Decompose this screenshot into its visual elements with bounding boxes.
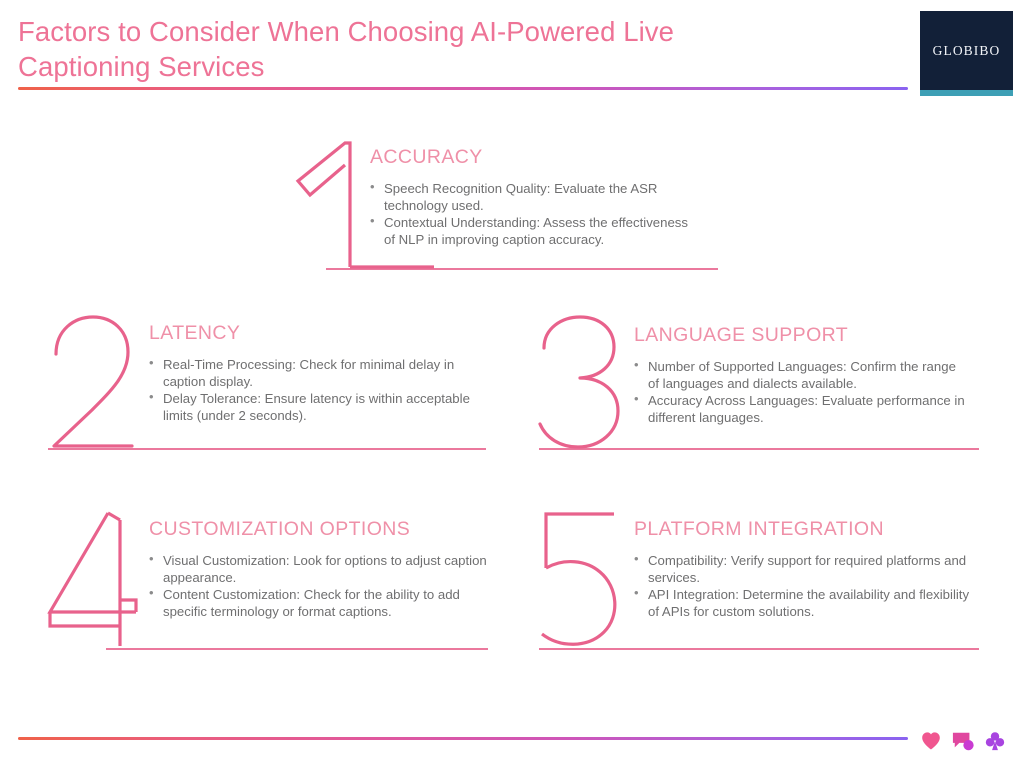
- list-item: Accuracy Across Languages: Evaluate perf…: [634, 391, 969, 426]
- section-bullet-list: Speech Recognition Quality: Evaluate the…: [370, 179, 700, 249]
- section-bullet-list: Real-Time Processing: Check for minimal …: [149, 355, 479, 425]
- list-item: Delay Tolerance: Ensure latency is withi…: [149, 389, 479, 424]
- section-bullet-list: Visual Customization: Look for options t…: [149, 551, 489, 621]
- list-item: Real-Time Processing: Check for minimal …: [149, 355, 479, 390]
- logo-accent-strip: [920, 90, 1013, 96]
- list-item: API Integration: Determine the availabil…: [634, 585, 979, 620]
- list-item: Number of Supported Languages: Confirm t…: [634, 357, 969, 392]
- section-baseline-rule: [48, 448, 486, 450]
- section-heading: ACCURACY: [370, 146, 483, 168]
- section-baseline-rule: [326, 268, 718, 270]
- section-heading: LATENCY: [149, 322, 241, 344]
- list-item: Content Customization: Check for the abi…: [149, 585, 489, 620]
- section-baseline-rule: [539, 648, 979, 650]
- list-item: Speech Recognition Quality: Evaluate the…: [370, 179, 700, 214]
- section-bullet-list: Number of Supported Languages: Confirm t…: [634, 357, 969, 427]
- section-baseline-rule: [106, 648, 488, 650]
- number-3-glyph: [538, 315, 620, 449]
- heart-icon: [922, 732, 940, 750]
- section-heading: PLATFORM INTEGRATION: [634, 518, 884, 540]
- footer-icon-group: [920, 725, 1016, 757]
- page-title: Factors to Consider When Choosing AI-Pow…: [18, 16, 675, 83]
- section-baseline-rule: [539, 448, 979, 450]
- header-divider-rule: [18, 87, 908, 90]
- big-number-5: [534, 508, 628, 652]
- club-suit-icon: [985, 732, 1005, 751]
- big-number-3: [534, 312, 626, 452]
- footer-divider-rule: [18, 737, 908, 740]
- list-item: Contextual Understanding: Assess the eff…: [370, 213, 700, 248]
- globibo-logo: GLOBIBO: [920, 11, 1013, 90]
- big-number-2: [46, 312, 138, 452]
- number-4-glyph: [47, 511, 138, 646]
- big-number-1: [288, 138, 434, 270]
- number-1-glyph: [295, 141, 434, 269]
- section-heading: LANGUAGE SUPPORT: [634, 324, 849, 346]
- logo-wordmark: GLOBIBO: [932, 42, 1001, 58]
- number-5-glyph: [541, 512, 617, 646]
- slide-header: Factors to Consider When Choosing AI-Pow…: [0, 0, 1024, 100]
- number-2-glyph: [52, 315, 134, 448]
- section-bullet-list: Compatibility: Verify support for requir…: [634, 551, 979, 621]
- list-item: Visual Customization: Look for options t…: [149, 551, 489, 586]
- section-heading: CUSTOMIZATION OPTIONS: [149, 518, 411, 540]
- big-number-4: [46, 508, 142, 652]
- list-item: Compatibility: Verify support for requir…: [634, 551, 979, 586]
- chat-bubble-icon: [952, 732, 974, 751]
